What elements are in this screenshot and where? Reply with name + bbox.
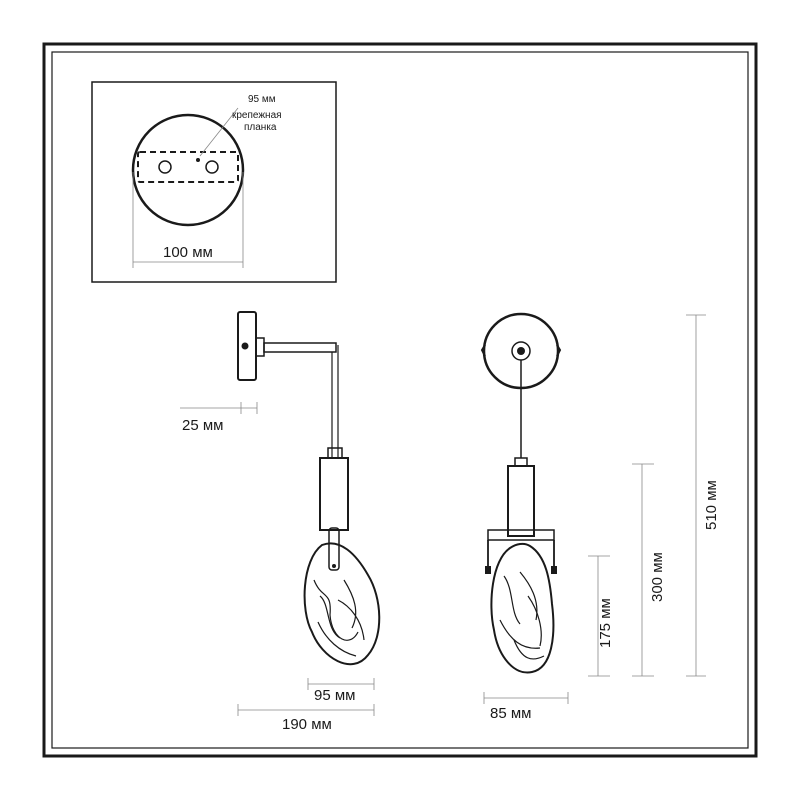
mount-width-label: 95 мм <box>248 94 276 105</box>
base-circle <box>131 113 245 227</box>
body-height-label: 300 мм <box>649 552 666 602</box>
base-diameter-label: 100 мм <box>163 244 213 261</box>
wall-offset-label: 25 мм <box>182 417 223 434</box>
front-crystal-shade <box>490 542 555 674</box>
shade-holder <box>328 527 340 571</box>
drawing-frame <box>42 42 758 758</box>
shade-height-label: 175 мм <box>597 598 614 648</box>
mount-plate <box>137 151 239 183</box>
crystal-texture <box>313 579 365 657</box>
front-bracket <box>487 529 555 541</box>
total-height-label: 510 мм <box>703 480 720 530</box>
mount-center-point <box>196 158 200 162</box>
front-crystal-texture <box>499 571 545 660</box>
body-cap <box>327 447 343 459</box>
front-body-cap <box>514 457 528 467</box>
front-body-cylinder <box>507 465 535 537</box>
projection-label: 190 мм <box>282 716 332 733</box>
mount-leader <box>199 107 239 157</box>
front-socket-inner <box>517 347 525 355</box>
front-view <box>480 312 706 704</box>
crystal-shade <box>303 542 381 666</box>
mount-hole-left <box>158 160 172 174</box>
side-shade-width-label: 95 мм <box>314 687 355 704</box>
side-view <box>180 311 381 716</box>
arm-connector <box>255 337 265 357</box>
wall-plate-screw <box>241 342 249 350</box>
horizontal-arm <box>263 342 337 353</box>
mount-note-line2: планка <box>244 122 277 133</box>
front-shade-width-label: 85 мм <box>490 705 531 722</box>
mount-inset: 95 мм крепежная планка 100 мм <box>91 81 337 283</box>
inset-frame <box>91 81 337 283</box>
body-cylinder <box>319 457 349 531</box>
mount-hole-right <box>205 160 219 174</box>
mount-note-line1: крепежная <box>232 110 282 121</box>
